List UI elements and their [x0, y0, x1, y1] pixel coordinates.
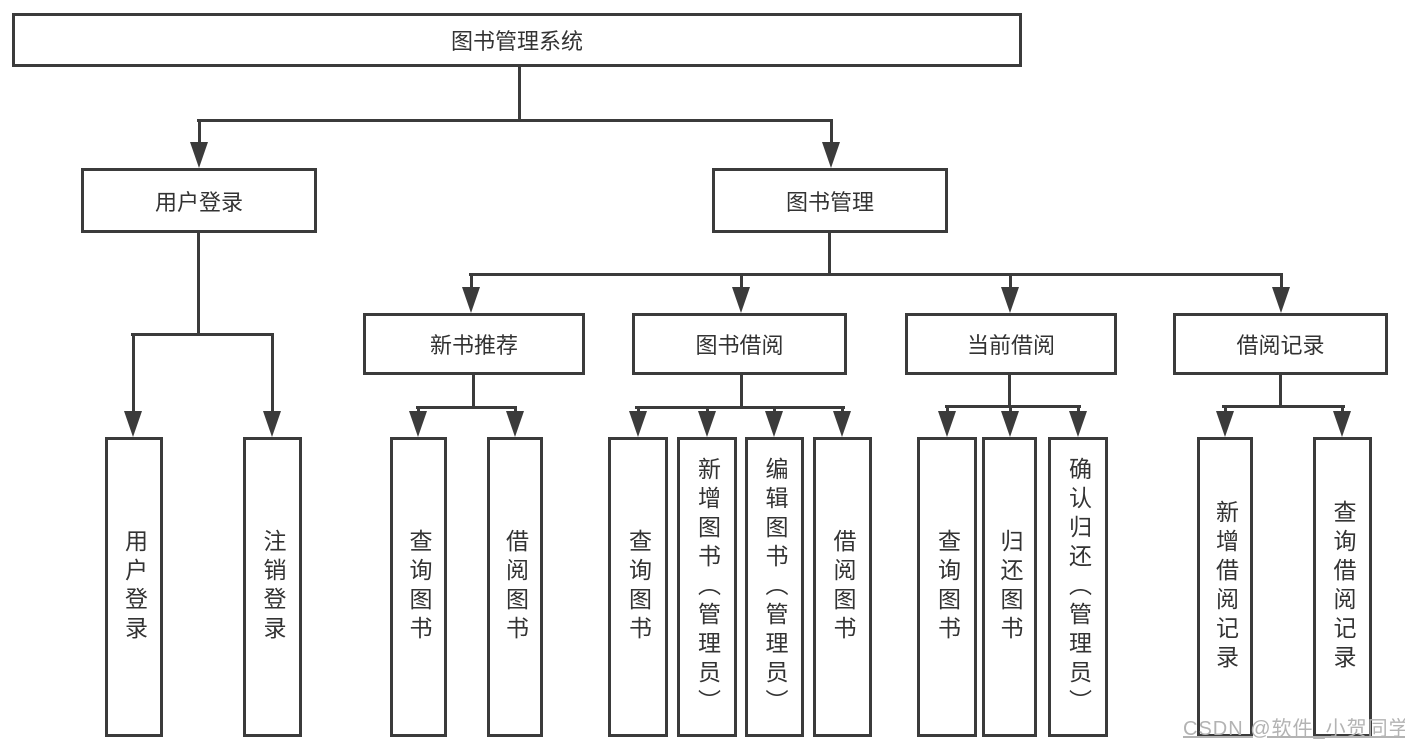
leaf-confirm-return-admin-label: 确认归还（管理员） [1065, 456, 1092, 718]
leaf-newbook-query-books-label: 查询图书 [406, 529, 432, 645]
edge-current-borrowing-feed [1008, 375, 1011, 407]
edge-book-borrowing-branch [635, 406, 845, 409]
arrow-down-icon [629, 409, 647, 437]
leaf-newbook-borrow-books: 借阅图书 [487, 437, 543, 737]
arrow-down-icon [1216, 408, 1234, 437]
leaf-newbook-query-books: 查询图书 [390, 437, 447, 737]
node-user-login-label: 用户登录 [154, 189, 243, 215]
edge-book-management-feed [828, 233, 831, 275]
node-book-borrowing: 图书借阅 [632, 313, 847, 375]
leaf-add-borrow-record-label: 新增借阅记录 [1212, 500, 1239, 674]
arrow-down-icon [462, 276, 480, 313]
node-user-login: 用户登录 [81, 168, 317, 233]
arrow-down-icon [263, 336, 281, 437]
edge-current-borrowing-branch [945, 405, 1081, 408]
arrow-down-icon [409, 409, 427, 437]
arrow-down-icon [1069, 408, 1087, 437]
edge-user-login-branch [131, 333, 274, 336]
edge-borrowing-records-feed [1279, 375, 1282, 407]
node-new-book-recommend-label: 新书推荐 [429, 333, 518, 358]
leaf-add-borrow-record: 新增借阅记录 [1197, 437, 1253, 737]
leaf-query-borrow-record-label: 查询借阅记录 [1330, 500, 1356, 674]
arrow-down-icon [732, 276, 750, 313]
leaf-logout-label: 注销登录 [260, 529, 286, 645]
leaf-confirm-return-admin: 确认归还（管理员） [1048, 437, 1108, 737]
node-library-management-system: 图书管理系统 [12, 13, 1022, 67]
leaf-borrowing-query-books: 查询图书 [608, 437, 668, 737]
arrow-down-icon [1333, 408, 1351, 437]
arrow-down-icon [938, 408, 956, 437]
edge-borrowing-records-branch [1222, 405, 1345, 408]
leaf-user-login: 用户登录 [105, 437, 163, 737]
arrow-down-icon [822, 122, 840, 168]
leaf-newbook-borrow-books-label: 借阅图书 [502, 529, 529, 645]
node-borrowing-records: 借阅记录 [1173, 313, 1388, 375]
edge-book-borrowing-feed [740, 375, 743, 408]
leaf-borrowing-borrow-books: 借阅图书 [813, 437, 872, 737]
csdn-watermark: CSDN @软件_小贺同学 [1183, 718, 1405, 740]
node-new-book-recommend: 新书推荐 [363, 313, 585, 375]
arrow-down-icon [833, 409, 851, 437]
edge-new-book-feed [472, 375, 475, 408]
edge-level2-branch [469, 273, 1283, 276]
leaf-user-login-label: 用户登录 [121, 529, 148, 645]
arrow-down-icon [1001, 276, 1019, 313]
leaf-logout: 注销登录 [243, 437, 302, 737]
arrow-down-icon [698, 409, 716, 437]
arrow-down-icon [506, 409, 524, 437]
arrow-down-icon [124, 336, 142, 437]
arrow-down-icon [1001, 408, 1019, 437]
arrow-down-icon [190, 122, 208, 168]
edge-level1-branch [197, 119, 833, 122]
node-book-borrowing-label: 图书借阅 [695, 333, 784, 358]
leaf-borrowing-query-books-label: 查询图书 [625, 529, 652, 645]
edge-new-book-branch [416, 406, 517, 409]
leaf-add-books-admin: 新增图书（管理员） [677, 437, 737, 737]
node-borrowing-records-label: 借阅记录 [1236, 333, 1325, 358]
leaf-return-books-label: 归还图书 [997, 529, 1023, 645]
edge-root-feed [518, 66, 521, 121]
arrow-down-icon [765, 409, 783, 437]
leaf-edit-books-admin: 编辑图书（管理员） [745, 437, 804, 737]
leaf-current-query-books-label: 查询图书 [934, 529, 961, 645]
node-book-management: 图书管理 [712, 168, 948, 233]
node-current-borrowing: 当前借阅 [905, 313, 1117, 375]
leaf-current-query-books: 查询图书 [917, 437, 977, 737]
edge-user-login-feed [197, 233, 200, 335]
leaf-borrowing-borrow-books-label: 借阅图书 [830, 529, 856, 645]
arrow-down-icon [1272, 276, 1290, 313]
leaf-return-books: 归还图书 [982, 437, 1037, 737]
leaf-query-borrow-record: 查询借阅记录 [1313, 437, 1372, 737]
node-library-management-system-label: 图书管理系统 [450, 29, 583, 54]
leaf-add-books-admin-label: 新增图书（管理员） [694, 456, 721, 718]
node-current-borrowing-label: 当前借阅 [966, 333, 1055, 358]
leaf-edit-books-admin-label: 编辑图书（管理员） [762, 456, 788, 718]
node-book-management-label: 图书管理 [785, 189, 874, 215]
